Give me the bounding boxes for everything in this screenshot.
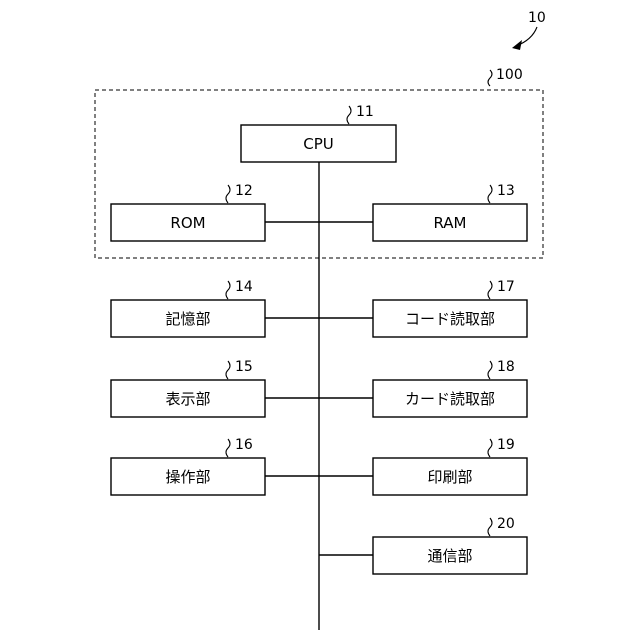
card-reader-ref: 18 xyxy=(497,359,515,375)
comm-block: 通信部 20 xyxy=(373,516,527,574)
group-ref-leader xyxy=(488,70,492,86)
code-reader-ref: 17 xyxy=(497,279,515,295)
ram-block: RAM 13 xyxy=(373,183,527,241)
rom-label: ROM xyxy=(170,214,205,232)
code-reader-block: コード読取部 17 xyxy=(373,279,527,337)
card-reader-block: カード読取部 18 xyxy=(373,359,527,417)
printer-label: 印刷部 xyxy=(427,468,472,486)
memory-block: 記憶部 14 xyxy=(111,279,265,337)
cpu-label: CPU xyxy=(303,135,334,153)
comm-label: 通信部 xyxy=(427,547,472,565)
display-block: 表示部 15 xyxy=(111,359,265,417)
ram-label: RAM xyxy=(433,214,466,232)
group-ref-number: 100 xyxy=(496,67,523,83)
rom-block: ROM 12 xyxy=(111,183,265,241)
figure-arrowhead-icon xyxy=(512,40,522,50)
input-label: 操作部 xyxy=(165,468,210,486)
comm-ref: 20 xyxy=(497,516,515,532)
input-block: 操作部 16 xyxy=(111,437,265,495)
display-label: 表示部 xyxy=(165,390,210,408)
display-ref: 15 xyxy=(235,359,253,375)
input-ref: 16 xyxy=(235,437,253,453)
ram-ref: 13 xyxy=(497,183,515,199)
rom-ref: 12 xyxy=(235,183,253,199)
figure-number: 10 xyxy=(528,10,546,26)
printer-ref: 19 xyxy=(497,437,515,453)
cpu-ref: 11 xyxy=(356,104,374,120)
code-reader-label: コード読取部 xyxy=(405,310,495,328)
card-reader-label: カード読取部 xyxy=(405,390,495,408)
memory-label: 記憶部 xyxy=(165,310,210,328)
printer-block: 印刷部 19 xyxy=(373,437,527,495)
memory-ref: 14 xyxy=(235,279,253,295)
cpu-block: CPU 11 xyxy=(241,104,396,162)
